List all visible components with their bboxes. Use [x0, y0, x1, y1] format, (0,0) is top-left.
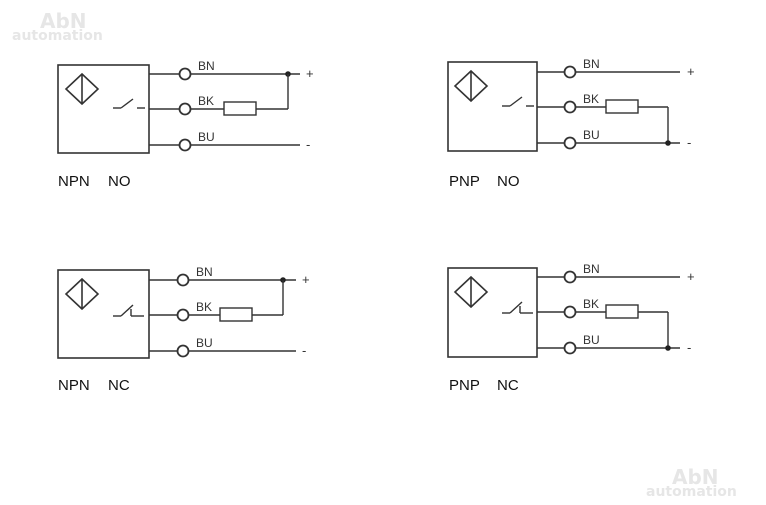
wire-label-bk: BK [583, 297, 599, 311]
wire-label-bn: BN [583, 262, 600, 276]
watermark-sub: automation [646, 484, 737, 500]
plus-sign: + [302, 272, 310, 287]
terminal-bn [563, 65, 577, 79]
diagram-pnp-nc: BN + BK BU - PNP NC [447, 262, 695, 394]
watermark-bottom-right: AbN automation [646, 465, 737, 500]
wire-label-bn: BN [196, 265, 213, 279]
minus-sign: - [687, 135, 691, 150]
sensor-body [57, 64, 150, 154]
terminal-bn [178, 67, 192, 81]
wire-label-bn: BN [198, 59, 215, 73]
minus-sign: - [302, 343, 306, 358]
terminal-bu [176, 344, 190, 358]
contact-state-label: NO [497, 173, 520, 190]
wire-label-bn: BN [583, 57, 600, 71]
diagram-npn-nc: BN + BK BU - NPN NC [57, 265, 310, 394]
terminal-bu [563, 136, 577, 150]
switch-nc-icon [113, 304, 144, 317]
terminal-bk [178, 102, 192, 116]
output-type-label: PNP [449, 377, 480, 394]
wire-label-bu: BU [196, 336, 213, 350]
wire-label-bu: BU [583, 333, 600, 347]
terminal-bu [178, 138, 192, 152]
resistor [605, 99, 639, 114]
terminal-bn [563, 270, 577, 284]
diagram-pnp-no: BN + BK BU - PNP NO [447, 57, 695, 190]
output-type-label: NPN [58, 173, 90, 190]
watermark-brand: AbN [672, 465, 719, 489]
sensor-body [57, 269, 150, 359]
watermark-brand: AbN [40, 9, 87, 33]
terminal-bk [563, 305, 577, 319]
resistor [223, 101, 257, 116]
resistor [219, 307, 253, 322]
wire-label-bu: BU [583, 128, 600, 142]
plus-sign: + [687, 64, 695, 79]
plus-sign: + [687, 269, 695, 284]
terminal-bn [176, 273, 190, 287]
sensor-body [447, 61, 538, 152]
contact-state-label: NO [108, 173, 131, 190]
sensor-icon [64, 277, 100, 311]
wire-label-bk: BK [196, 300, 212, 314]
wire-label-bk: BK [198, 94, 214, 108]
switch-nc-icon [502, 301, 533, 314]
minus-sign: - [687, 340, 691, 355]
terminal-bk [176, 308, 190, 322]
minus-sign: - [306, 137, 310, 152]
contact-state-label: NC [497, 377, 519, 394]
terminal-bk [563, 100, 577, 114]
sensor-icon [453, 275, 489, 309]
junction-dot [665, 140, 671, 146]
terminal-bu [563, 341, 577, 355]
junction-dot [665, 345, 671, 351]
wire-label-bk: BK [583, 92, 599, 106]
sensor-icon [453, 69, 489, 103]
resistor [605, 304, 639, 319]
contact-state-label: NC [108, 377, 130, 394]
wire-label-bu: BU [198, 130, 215, 144]
watermark-top-left: AbN automation [12, 9, 103, 44]
sensor-icon [64, 72, 100, 106]
switch-no-icon [113, 98, 145, 109]
plus-sign: + [306, 66, 314, 81]
switch-no-icon [502, 96, 534, 107]
output-type-label: PNP [449, 173, 480, 190]
output-type-label: NPN [58, 377, 90, 394]
diagram-npn-no: BN + BK BU - NPN NO [57, 59, 314, 190]
watermark-sub: automation [12, 28, 103, 44]
